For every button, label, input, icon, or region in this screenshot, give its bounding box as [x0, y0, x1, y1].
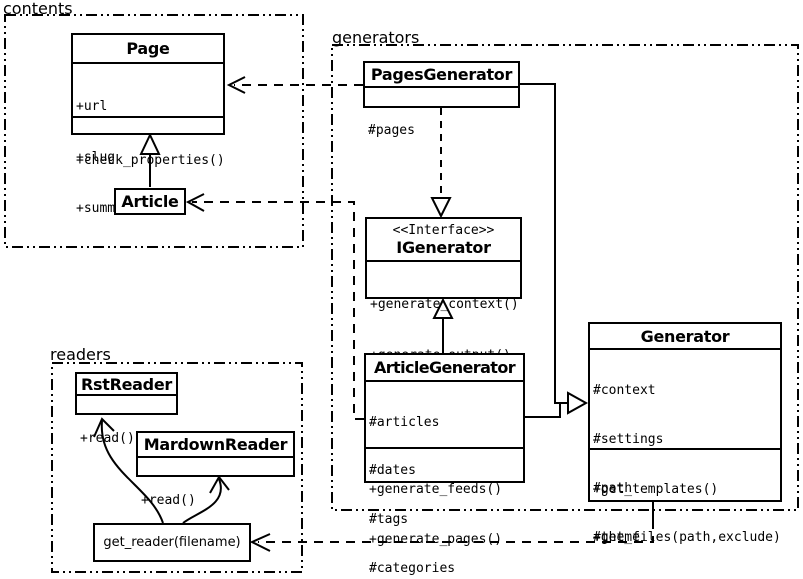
class-attribute: #articles	[369, 414, 440, 430]
class-rstreader: RstReader +read()	[75, 372, 178, 446]
class-attribute: #context	[593, 382, 656, 398]
package-label-generators: generators	[332, 28, 420, 47]
package-label-readers: readers	[50, 345, 111, 364]
class-methods: +check_properties()	[73, 116, 225, 203]
class-attributes: #context #settings #path #theme #output_…	[590, 348, 780, 545]
class-attributes: #pages	[365, 86, 518, 173]
inheritance-arrow-articlegenerator-to-igenerator	[432, 297, 454, 353]
class-method: +get_files(path,exclude)	[593, 530, 781, 545]
class-article: Article	[114, 188, 186, 215]
class-attribute: #categories	[369, 561, 456, 577]
package-border-readers	[51, 362, 303, 573]
class-mardownreader: MardownReader +read()	[136, 431, 295, 508]
class-pagesgenerator: PagesGenerator #pages	[363, 61, 520, 138]
realization-arrow-pagesgenerator-to-igenerator	[430, 108, 452, 219]
class-title: ArticleGenerator	[373, 358, 516, 377]
class-method: +get_templates()	[593, 482, 719, 497]
association-arrow-get-reader-to-mardownreader	[182, 475, 230, 524]
class-method: +check_properties()	[76, 153, 225, 168]
class-title: MardownReader	[143, 435, 288, 454]
class-attributes: #articles #dates #tags #categories	[366, 380, 523, 576]
class-title: <<Interface>> IGenerator	[367, 219, 520, 260]
class-method: +generate_context()	[370, 297, 519, 312]
function-box-get-reader: get_reader(filename)	[93, 523, 251, 562]
inheritance-arrow-generators-to-generator	[520, 83, 589, 418]
class-title: PagesGenerator	[370, 65, 513, 84]
class-title-text: IGenerator	[396, 237, 491, 257]
class-methods: +get_templates() +get_files(path,exclude…	[590, 448, 781, 579]
association-arrow-get-reader-to-rstreader	[93, 417, 164, 524]
package-border-contents	[4, 14, 304, 248]
class-attributes: +url +slug +summary	[73, 62, 223, 216]
class-page: Page +url +slug +summary +check_properti…	[71, 33, 225, 216]
class-methods: +generate_feeds() +generate_pages()	[366, 447, 523, 579]
class-generator: Generator #context #settings #path #them…	[588, 322, 782, 579]
class-stereotype: <<Interface>>	[392, 222, 495, 238]
class-method: +generate_pages()	[369, 531, 503, 547]
class-title: Generator	[640, 326, 730, 346]
class-methods: +read()	[77, 394, 176, 481]
class-methods: +read()	[138, 456, 293, 543]
dependency-arrow-pagesgenerator-to-page	[226, 76, 363, 94]
class-attribute: #dates	[369, 463, 416, 479]
package-border-generators	[331, 44, 799, 511]
class-attribute: #theme	[593, 530, 640, 546]
inheritance-arrow-article-to-page	[139, 132, 161, 187]
class-attribute: #path	[593, 481, 633, 497]
class-title: RstReader	[81, 374, 172, 394]
class-igenerator: <<Interface>> IGenerator +generate_conte…	[365, 217, 522, 363]
package-label-contents: contents	[3, 0, 73, 18]
dependency-arrow-articlegenerator-to-article	[185, 193, 364, 420]
class-method: +read()	[80, 431, 135, 446]
class-method: +read()	[141, 493, 196, 508]
class-articlegenerator: ArticleGenerator #articles #dates #tags …	[364, 353, 525, 576]
dependency-arrow-generator-to-get-reader	[249, 502, 654, 552]
class-attribute: #pages	[368, 123, 415, 138]
class-title: Article	[121, 192, 179, 211]
class-attribute: +slug	[76, 150, 116, 165]
class-title: Page	[126, 39, 170, 58]
class-attribute: #tags	[369, 512, 409, 528]
class-attribute: +url	[76, 99, 108, 114]
class-attribute: #settings	[593, 432, 664, 448]
class-method: +generate_feeds()	[369, 482, 503, 497]
